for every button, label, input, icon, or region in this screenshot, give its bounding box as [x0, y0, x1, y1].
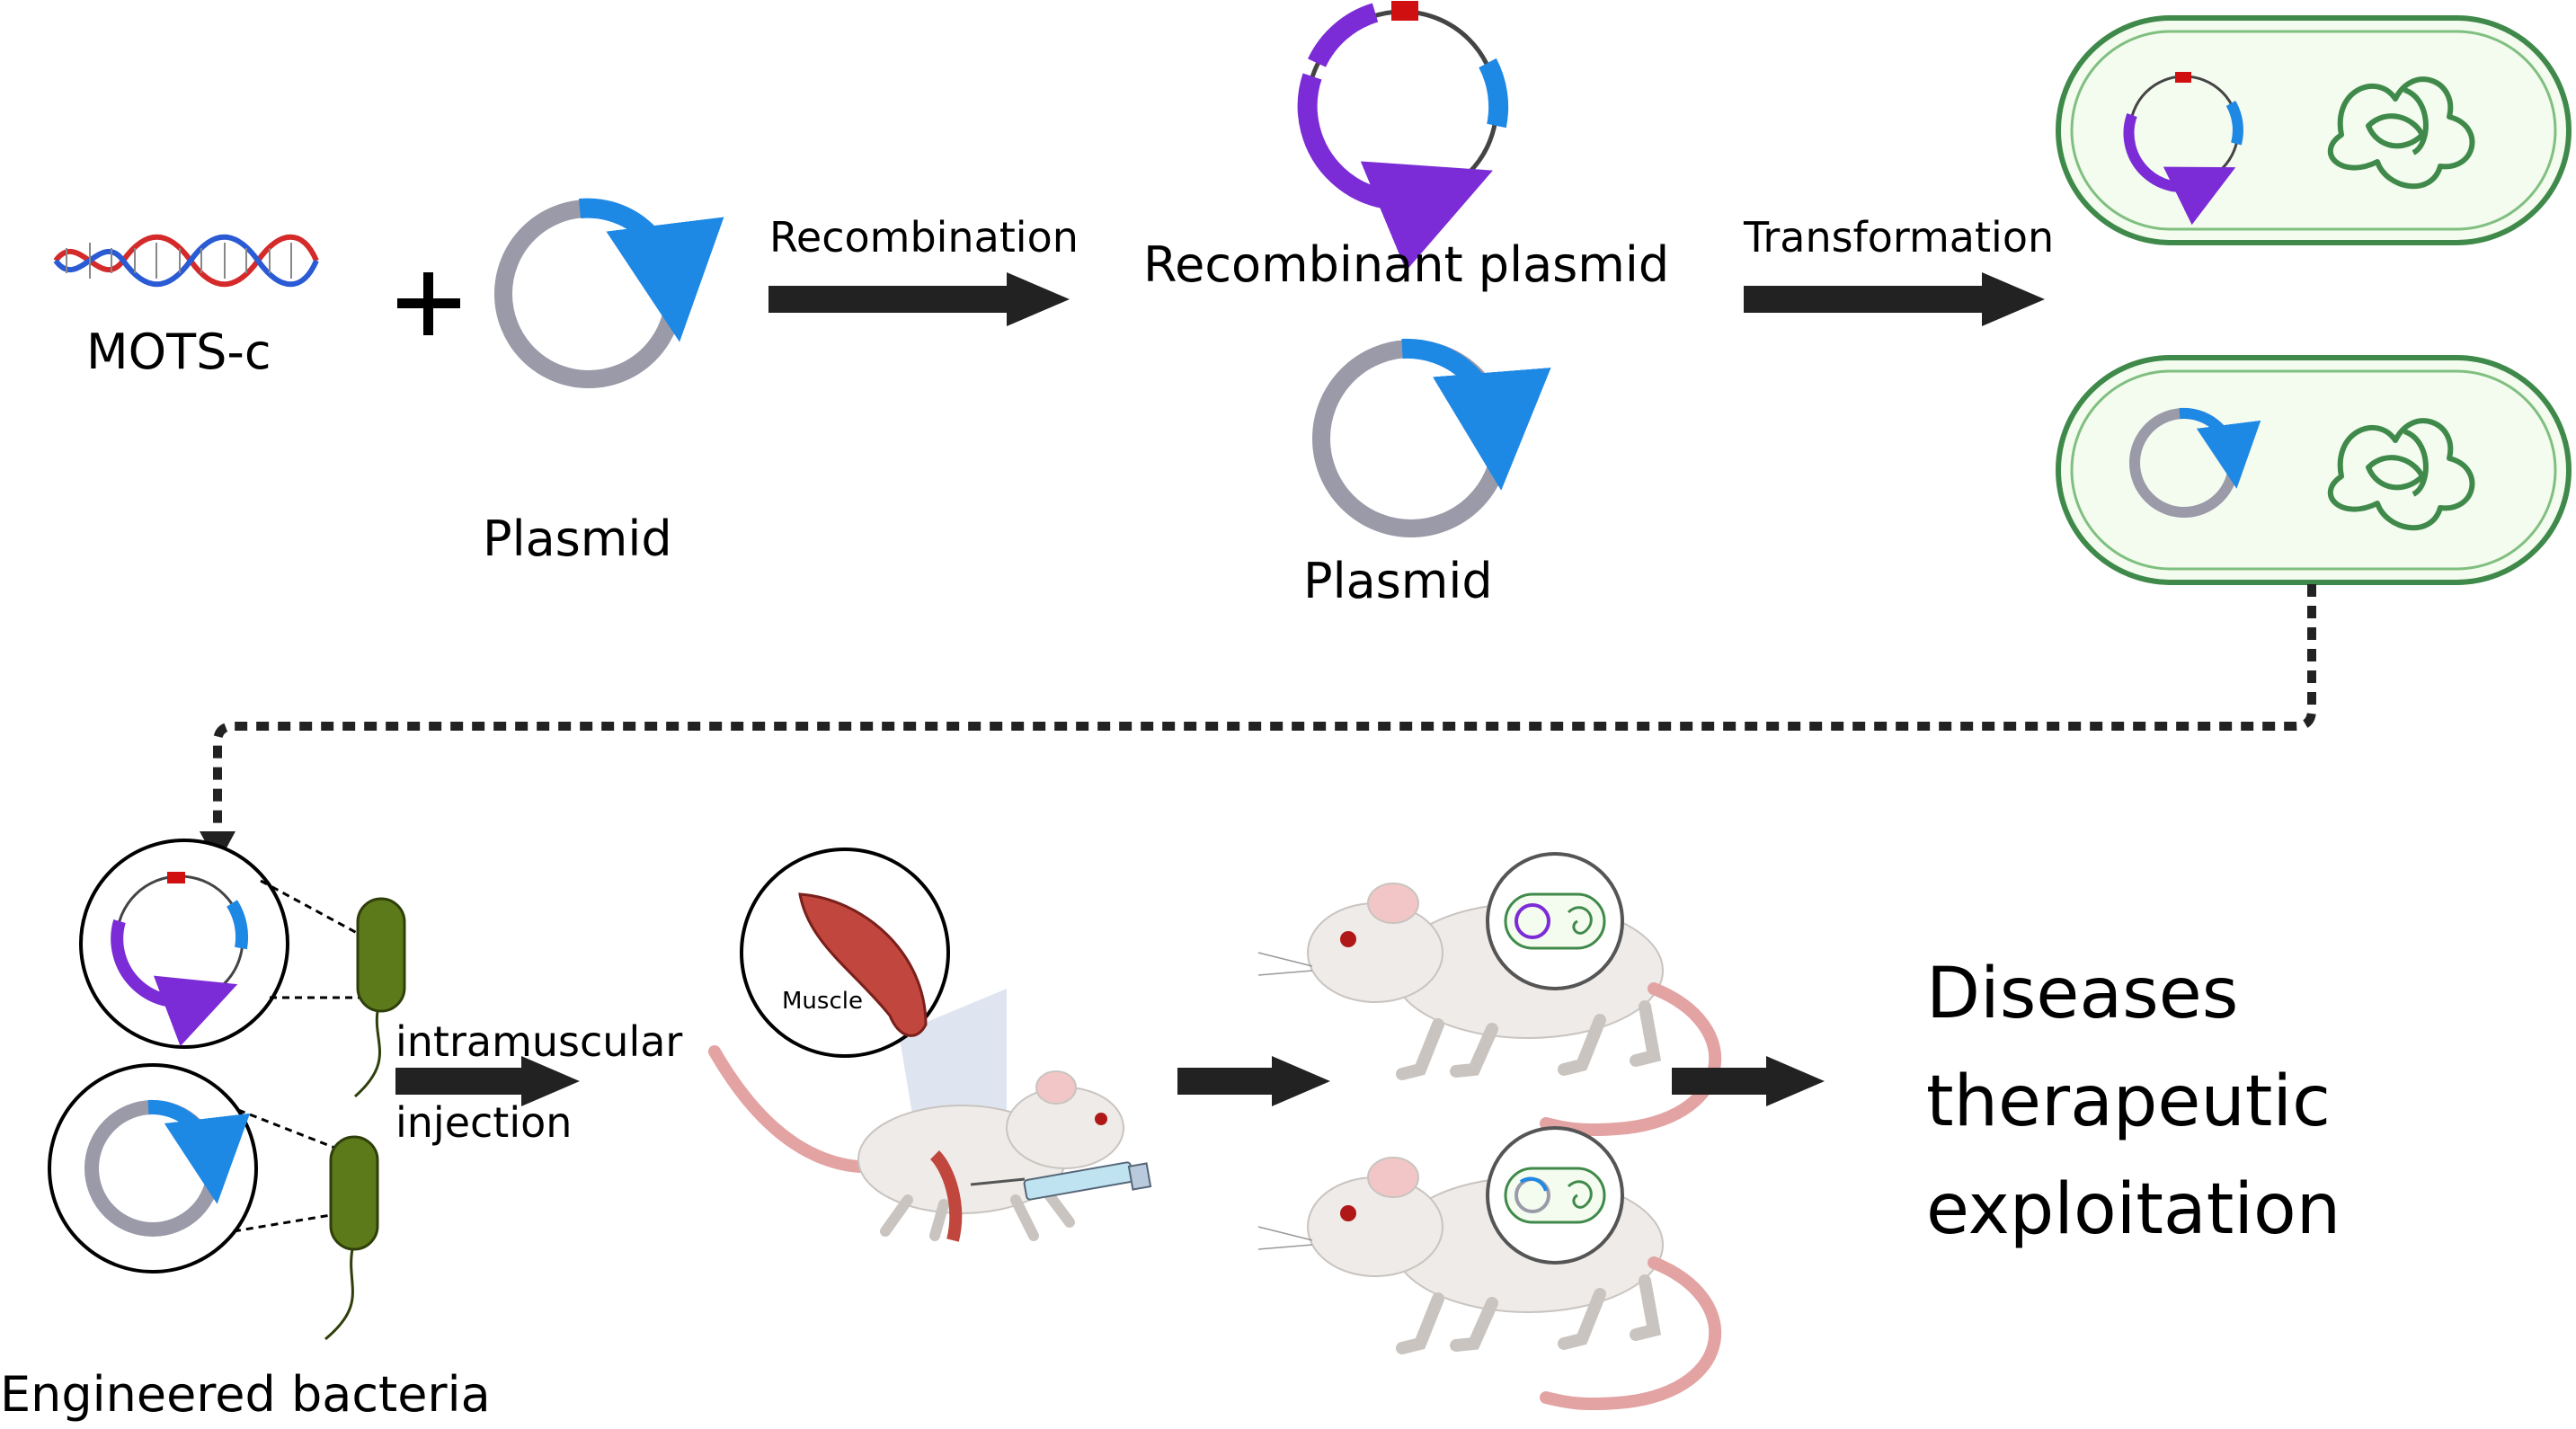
mouse-injected [708, 1045, 1124, 1242]
recombination-arrow [768, 272, 1070, 326]
recombinant-plasmid-icon [111, 872, 249, 1047]
recombination-label: Recombination [769, 213, 1079, 262]
plasmid-mid-label: Plasmid [1303, 553, 1493, 609]
transformation-label: Transformation [1743, 213, 2054, 262]
plasmid-icon [494, 198, 724, 388]
bacterium-icon [354, 897, 406, 1098]
muscle-label: Muscle [782, 988, 863, 1015]
zoom-circle-recombinant [79, 839, 289, 1049]
recombinant-plasmid-icon [1297, 1, 1509, 271]
plasmid-icon [2129, 407, 2261, 518]
injection-label: injection [395, 1098, 572, 1147]
outcome-arrow [1672, 1056, 1825, 1106]
injection-arrow [395, 1056, 580, 1106]
plasmid-icon [1312, 338, 1551, 537]
outcome-line2: therapeutic [1926, 1061, 2331, 1142]
muscle-icon [798, 892, 928, 1037]
bacterium-icon [324, 1135, 379, 1341]
mouse-treated-recombinant [1258, 852, 1715, 1130]
mouse-treated-empty [1258, 1126, 1715, 1404]
zoom-circle-empty [48, 1063, 258, 1274]
dna-icon [53, 234, 319, 288]
zoom-lines [233, 879, 369, 1233]
bacterium-cell-recombinant [2056, 15, 2572, 245]
outcome-line1: Diseases [1926, 954, 2238, 1034]
recombinant-plasmid-label: Recombinant plasmid [1143, 236, 1669, 293]
transformation-arrow [1744, 272, 2045, 326]
treatment-arrow [1177, 1056, 1330, 1106]
intramuscular-label: intramuscular [395, 1017, 682, 1066]
engineered-bacteria-label: Engineered bacteria [0, 1366, 491, 1423]
plasmid-left-label: Plasmid [483, 510, 672, 567]
recombinant-plasmid-icon [2123, 72, 2243, 226]
syringe-icon [970, 1161, 1152, 1201]
outcome-line3: exploitation [1926, 1169, 2341, 1250]
plus-sign [397, 272, 460, 335]
mots-c-label: MOTS-c [86, 324, 271, 380]
bacterium-cell-empty-plasmid [2056, 355, 2572, 585]
plasmid-icon [84, 1099, 251, 1237]
dotted-connector [213, 584, 2316, 831]
